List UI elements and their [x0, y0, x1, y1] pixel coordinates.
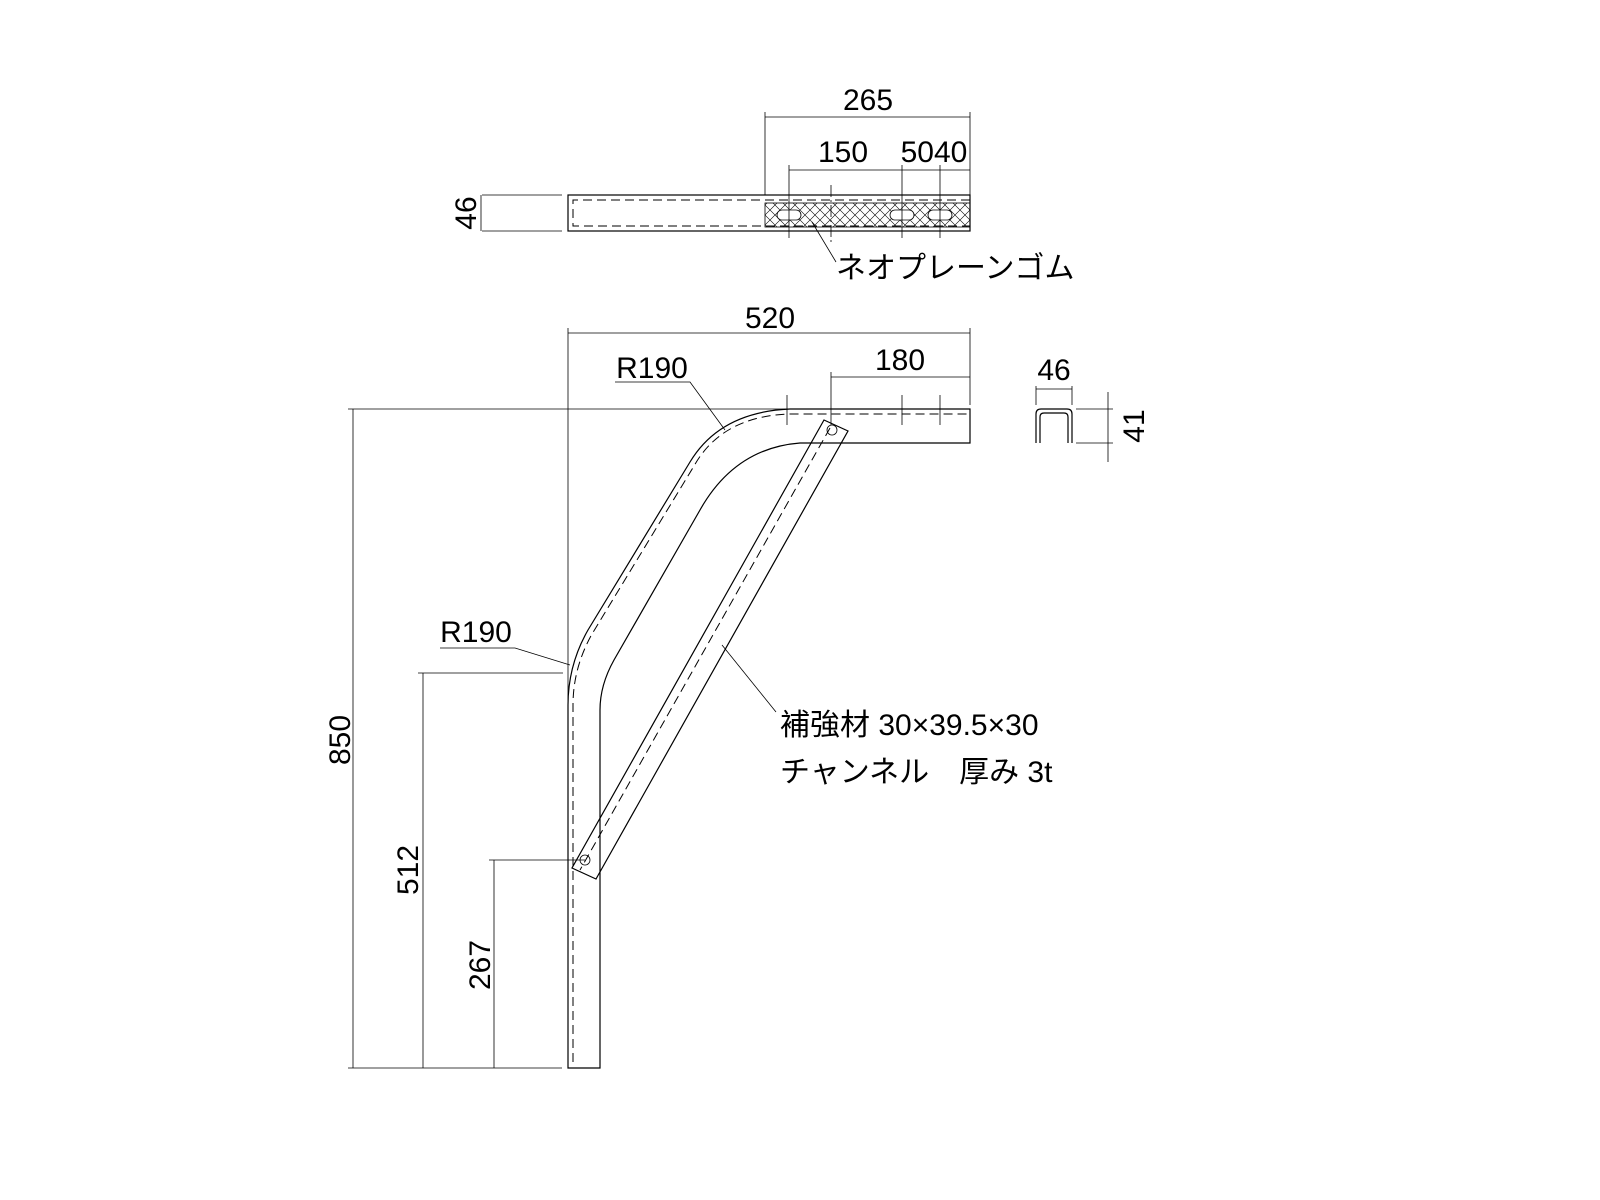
bolt-hole-upper: [826, 424, 838, 436]
top-view: 265 150 5040 46 ネオプレーンゴム: [450, 84, 1075, 285]
brace-channel: [571, 419, 849, 880]
dim-512: 512: [392, 845, 425, 895]
dim-267: 267: [464, 940, 497, 990]
radius-upper: R190: [616, 352, 688, 385]
rubber-leader: [811, 221, 837, 263]
dim-520: 520: [745, 302, 795, 335]
channel-section-outer: [1035, 408, 1073, 443]
dim-150: 150: [818, 136, 868, 169]
section-view: 46 41: [1035, 354, 1151, 462]
rubber-label: ネオプレーンゴム: [836, 252, 1075, 285]
channel-section-inner: [1039, 412, 1069, 443]
side-view: 520 180 R190 R190 850 512 267 補強材 30×39.…: [324, 302, 1053, 1069]
radius-lower: R190: [440, 616, 512, 649]
radius-upper-leader: [615, 381, 726, 431]
dim-46-top: 46: [450, 196, 483, 229]
dim-5040: 5040: [901, 136, 968, 169]
brace-note-line1: 補強材 30×39.5×30: [780, 709, 1039, 742]
section-dim-41: 41: [1118, 409, 1151, 442]
brace-note-line2: チャンネル 厚み 3t: [780, 756, 1053, 789]
dim-180: 180: [875, 344, 925, 377]
bracket-outline: [567, 408, 971, 1069]
dim-265: 265: [843, 84, 893, 117]
radius-lower-leader: [440, 647, 571, 666]
section-dim-46: 46: [1037, 354, 1070, 387]
dim-850: 850: [324, 715, 357, 765]
brace-leader: [721, 644, 777, 713]
